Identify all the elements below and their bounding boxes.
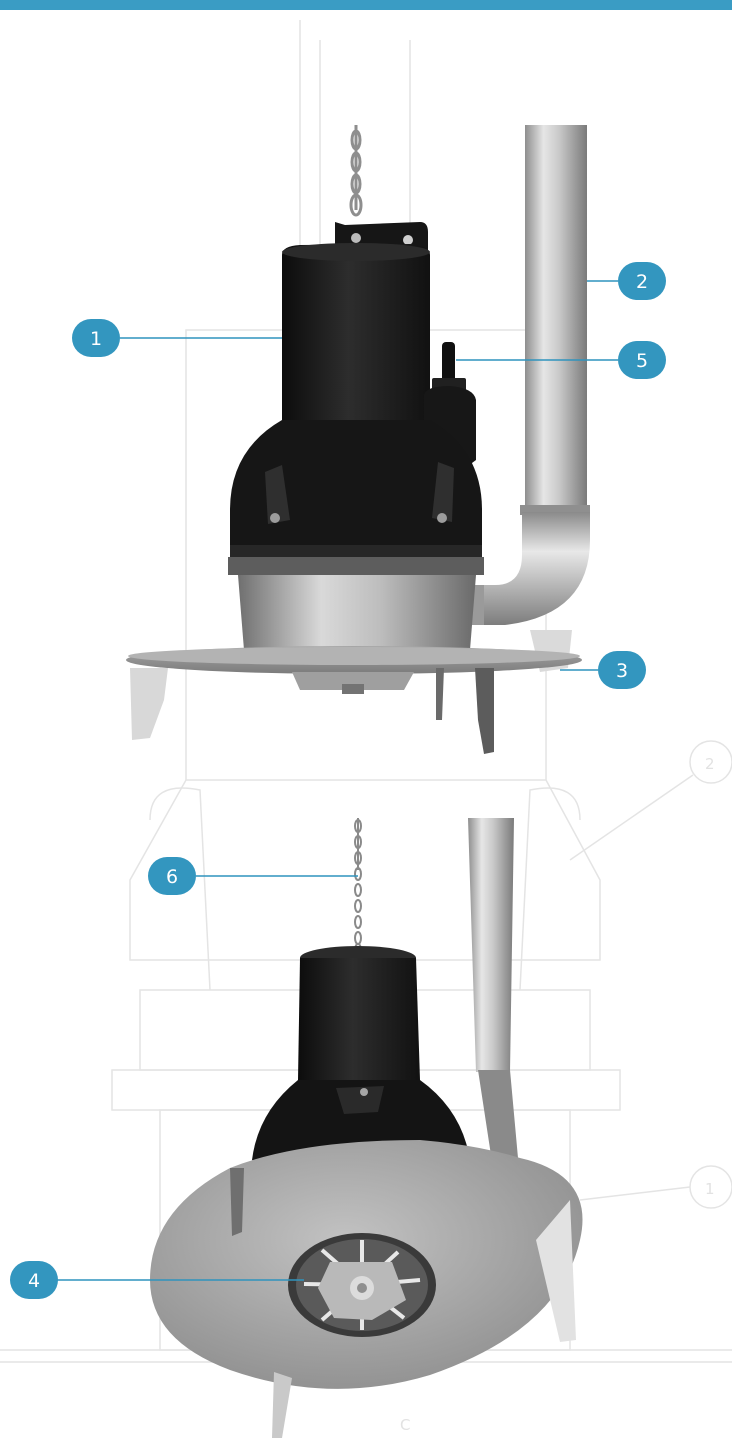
pump-side-view — [126, 125, 590, 754]
sketch-label-b: 1 — [705, 1180, 715, 1198]
chain-top — [349, 125, 363, 217]
discharge-pipe — [525, 125, 587, 510]
callout-4: 4 — [10, 1261, 58, 1299]
callout-1: 1 — [72, 319, 120, 357]
callout-2: 2 — [618, 262, 666, 300]
top-accent-bar — [0, 0, 732, 10]
callout-3: 3 — [598, 651, 646, 689]
impeller — [288, 1233, 436, 1337]
chain-bottom — [354, 818, 362, 957]
callout-5: 5 — [618, 341, 666, 379]
leader-lines — [57, 280, 618, 1281]
sketch-label-a: 2 — [705, 755, 715, 773]
pump-bottom-view — [150, 818, 583, 1438]
sketch-label-c: C — [400, 1416, 410, 1434]
callout-6: 6 — [148, 857, 196, 895]
